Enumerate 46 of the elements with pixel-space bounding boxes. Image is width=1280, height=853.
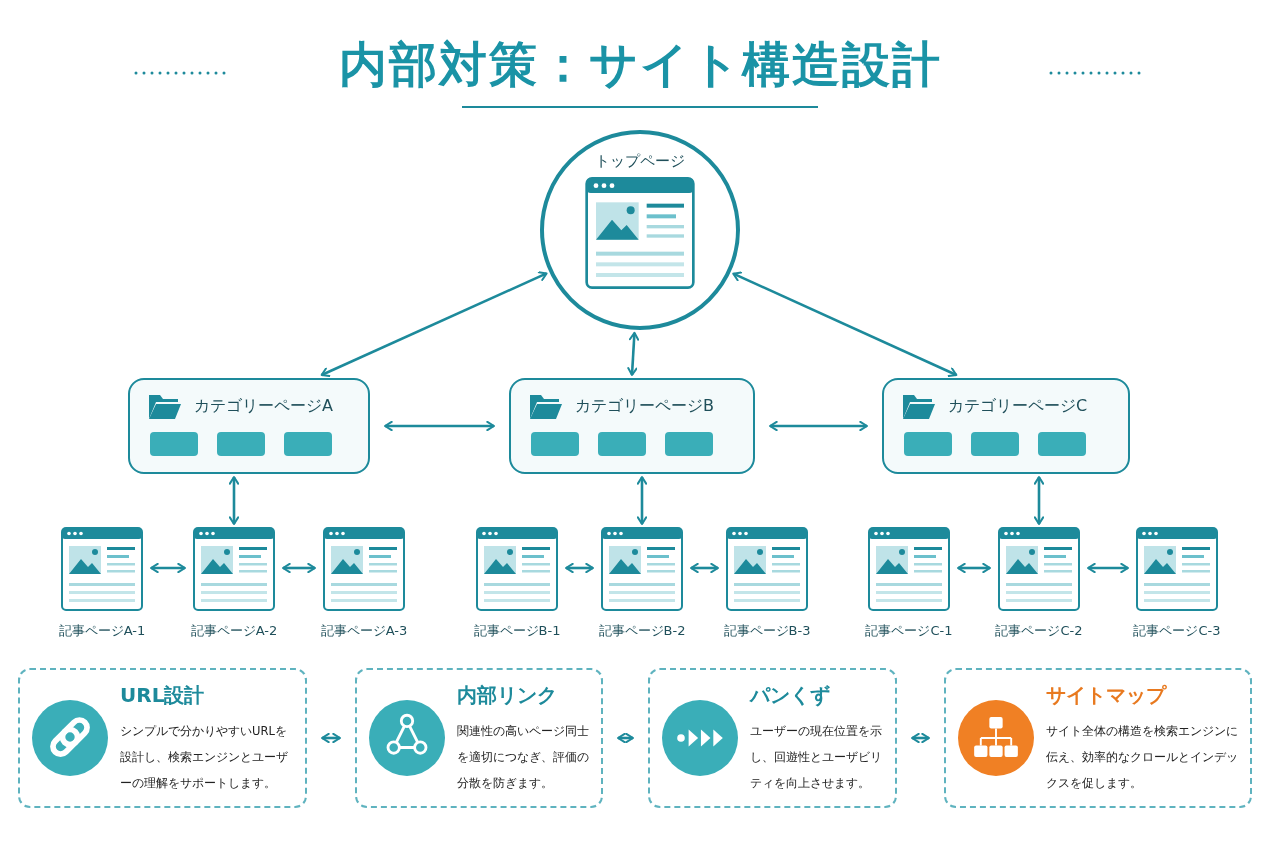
feature-card	[648, 668, 897, 808]
double-arrow	[321, 732, 341, 744]
category-box	[509, 378, 755, 474]
double-arrow	[690, 562, 719, 574]
node-label: トップページ	[595, 151, 685, 172]
double-arrow	[636, 476, 648, 525]
double-arrow	[565, 562, 594, 574]
double-arrow	[617, 732, 634, 744]
double-arrow	[228, 476, 240, 525]
page-label: 記事ページB-2	[598, 622, 686, 640]
page-label: 記事ページC-1	[865, 622, 953, 640]
card-title: パンくず	[750, 682, 831, 709]
double-arrow	[957, 562, 991, 574]
feature-card	[355, 668, 603, 808]
page-label: 記事ページA-2	[190, 622, 278, 640]
double-arrow	[732, 271, 958, 378]
page-label: 記事ページC-3	[1133, 622, 1221, 640]
category-box	[128, 378, 370, 474]
card-title: URL設計	[120, 682, 206, 709]
page-label: 記事ページC-2	[995, 622, 1083, 640]
feature-card	[944, 668, 1252, 808]
feature-card	[18, 668, 307, 808]
category-label: カテゴリーページA	[194, 395, 333, 417]
double-arrow	[384, 420, 495, 432]
card-description: ユーザーの現在位置を示し、回遊性とユーザビリティを向上させます。	[750, 723, 883, 792]
double-arrow	[911, 732, 930, 744]
double-arrow	[627, 331, 640, 376]
double-arrow	[282, 562, 316, 574]
double-arrow	[1033, 476, 1045, 525]
card-title: 内部リンク	[457, 682, 558, 709]
page-label: 記事ページA-3	[320, 622, 408, 640]
page-label: 記事ページB-1	[473, 622, 561, 640]
title: 内部対策：サイト構造設計	[338, 35, 942, 94]
category-label: カテゴリーページC	[948, 395, 1088, 417]
double-arrow	[769, 420, 868, 432]
category-label: カテゴリーページB	[575, 395, 714, 417]
card-title: サイトマップ	[1046, 682, 1168, 709]
double-arrow	[320, 271, 548, 378]
page-label: 記事ページB-3	[723, 622, 811, 640]
page-label: 記事ページA-1	[58, 622, 146, 640]
double-arrow	[150, 562, 186, 574]
double-arrow	[1087, 562, 1129, 574]
card-description: サイト全体の構造を検索エンジンに伝え、効率的なクロールとインデックスを促します。	[1046, 723, 1238, 792]
card-description: 関連性の高いページ同士を適切につなぎ、評価の分散を防ぎます。	[457, 723, 589, 792]
card-description: シンプルで分かりやすいURLを設計し、検索エンジンとユーザーの理解をサポートします。	[120, 723, 289, 792]
category-box	[882, 378, 1130, 474]
